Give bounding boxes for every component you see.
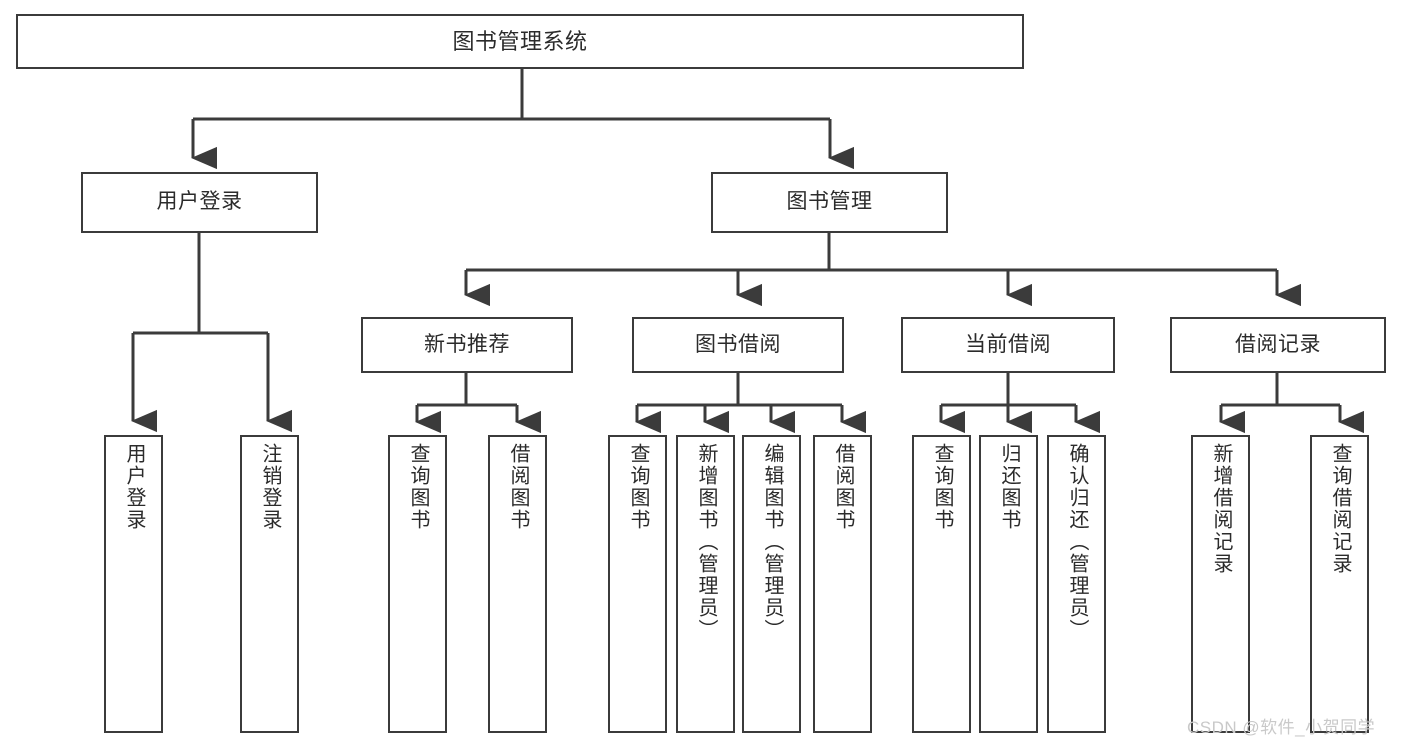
node-leaf-query-book-2-label: 查询图书 <box>627 443 649 531</box>
node-user-login[interactable]: 用户登录 <box>81 172 318 233</box>
node-borrow-record[interactable]: 借阅记录 <box>1170 317 1386 373</box>
node-root-label: 图书管理系统 <box>452 28 588 54</box>
node-leaf-add-book[interactable]: 新增图书（管理员） <box>676 435 735 733</box>
node-borrow-record-label: 借阅记录 <box>1235 332 1321 356</box>
node-leaf-query-book-3[interactable]: 查询图书 <box>912 435 971 733</box>
node-leaf-add-book-label: 新增图书（管理员） <box>695 443 717 641</box>
node-leaf-user-login[interactable]: 用户登录 <box>104 435 163 733</box>
node-leaf-add-record[interactable]: 新增借阅记录 <box>1191 435 1250 733</box>
node-book-management-label: 图书管理 <box>786 190 873 214</box>
node-leaf-borrow-book-2-label: 借阅图书 <box>832 443 854 531</box>
node-leaf-confirm-return[interactable]: 确认归还（管理员） <box>1047 435 1106 733</box>
node-leaf-user-login-label: 用户登录 <box>123 443 145 531</box>
node-root[interactable]: 图书管理系统 <box>16 14 1024 69</box>
node-leaf-borrow-book-1[interactable]: 借阅图书 <box>488 435 547 733</box>
node-leaf-query-book-3-label: 查询图书 <box>931 443 953 531</box>
node-book-borrow[interactable]: 图书借阅 <box>632 317 844 373</box>
node-leaf-return-book[interactable]: 归还图书 <box>979 435 1038 733</box>
node-leaf-user-logout[interactable]: 注销登录 <box>240 435 299 733</box>
node-leaf-add-record-label: 新增借阅记录 <box>1210 443 1232 575</box>
node-leaf-borrow-book-1-label: 借阅图书 <box>507 443 529 531</box>
node-leaf-return-book-label: 归还图书 <box>998 443 1020 531</box>
node-leaf-edit-book[interactable]: 编辑图书（管理员） <box>742 435 801 733</box>
node-book-borrow-label: 图书借阅 <box>695 332 781 356</box>
node-new-book-recommend[interactable]: 新书推荐 <box>361 317 573 373</box>
node-user-login-label: 用户登录 <box>156 190 243 214</box>
node-leaf-query-book-2[interactable]: 查询图书 <box>608 435 667 733</box>
node-leaf-edit-book-label: 编辑图书（管理员） <box>761 443 783 641</box>
node-book-management[interactable]: 图书管理 <box>711 172 948 233</box>
node-current-borrow[interactable]: 当前借阅 <box>901 317 1115 373</box>
node-leaf-query-book-1-label: 查询图书 <box>407 443 429 531</box>
node-leaf-confirm-return-label: 确认归还（管理员） <box>1066 443 1088 641</box>
node-new-book-recommend-label: 新书推荐 <box>424 332 510 356</box>
node-leaf-query-record-label: 查询借阅记录 <box>1329 443 1351 575</box>
node-leaf-borrow-book-2[interactable]: 借阅图书 <box>813 435 872 733</box>
watermark: CSDN @软件_小贺同学 <box>1187 718 1376 737</box>
node-leaf-user-logout-label: 注销登录 <box>259 443 281 531</box>
node-leaf-query-record[interactable]: 查询借阅记录 <box>1310 435 1369 733</box>
node-current-borrow-label: 当前借阅 <box>965 332 1051 356</box>
node-leaf-query-book-1[interactable]: 查询图书 <box>388 435 447 733</box>
